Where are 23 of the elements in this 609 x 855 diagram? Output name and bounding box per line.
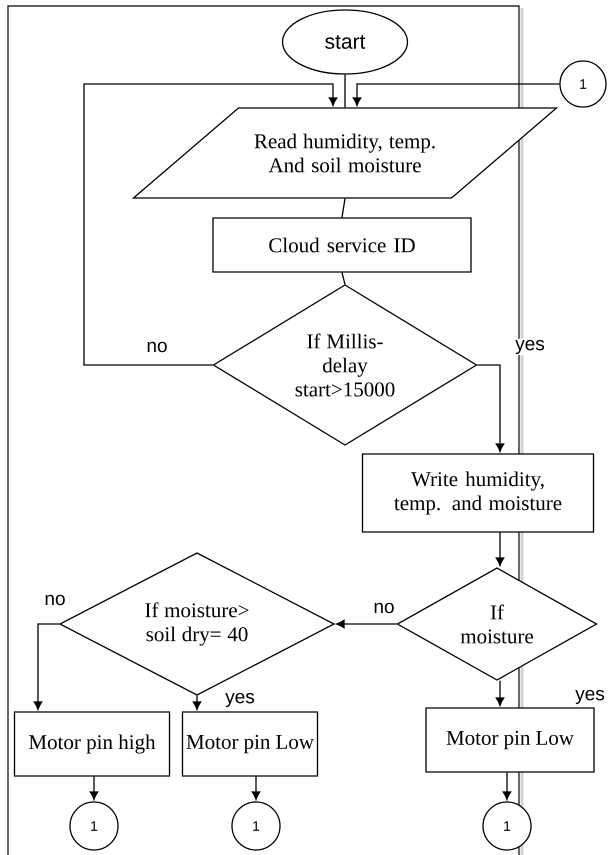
process-box: Motor pin high (14, 711, 170, 777)
edge-label: no (372, 602, 396, 614)
process-box: Write humidity, temp. and moisture (362, 453, 594, 533)
process-box: Motor pin Low (425, 707, 595, 773)
node-label: If moisture (460, 604, 534, 644)
process-box: Motor pin Low (182, 711, 318, 777)
arrow (477, 364, 504, 452)
arrow (352, 83, 560, 106)
arrow (192, 696, 202, 710)
edge-label: yes (574, 688, 606, 706)
node-label: 1 (504, 821, 510, 831)
arrow (336, 620, 397, 628)
arrow (34, 623, 60, 710)
arrow (83, 83, 338, 366)
edge-label: yes (514, 338, 546, 356)
arrow (496, 532, 504, 566)
arrow (502, 772, 512, 800)
terminal-oval: start (282, 9, 408, 75)
arrow (496, 680, 504, 706)
process-box: Cloud service ID (212, 217, 472, 273)
arrow (252, 776, 260, 800)
arrow (90, 776, 98, 800)
edge-label: no (145, 340, 169, 354)
